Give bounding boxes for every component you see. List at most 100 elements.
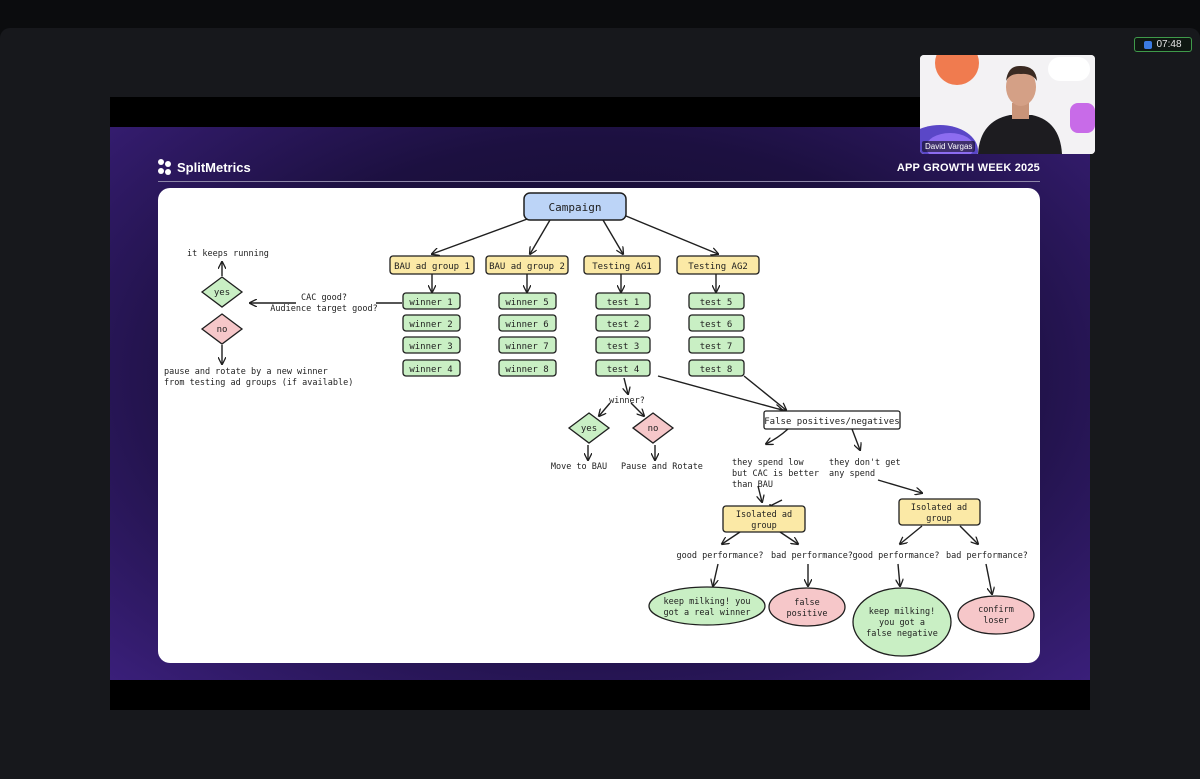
clock-icon: [1144, 40, 1153, 49]
item-node: [402, 359, 461, 377]
item-label: test 6: [700, 320, 733, 330]
group-node: [676, 255, 760, 275]
campaign-label: Campaign: [549, 201, 602, 214]
cac-question: CAC good?: [301, 293, 347, 303]
group-headers: BAU ad group 1 BAU ad group 2 Testing AG…: [389, 255, 760, 275]
no-spend-text: any spend: [829, 469, 875, 479]
connectors: [222, 215, 992, 594]
false-positives-label: False positives/negatives: [764, 417, 899, 427]
yes-diamond: [200, 276, 244, 308]
group-node: [485, 255, 569, 275]
item-label: test 1: [607, 298, 640, 308]
item-node: [688, 292, 745, 310]
real-winner-outcome: [648, 586, 766, 626]
bad-performance-question: bad performance?: [771, 551, 853, 561]
winner-yes-label: yes: [581, 424, 597, 434]
false-negative-text: you got a: [879, 618, 925, 628]
campaign-node: [523, 192, 627, 221]
participant-video[interactable]: David Vargas: [920, 55, 1095, 154]
presenter-video-frame: [920, 55, 1095, 154]
item-node: [498, 314, 557, 332]
brand-logo: SplitMetrics: [158, 159, 251, 175]
low-spend-text: they spend low: [732, 458, 805, 468]
item-label: test 3: [607, 342, 640, 352]
group-label: Testing AG1: [592, 262, 652, 272]
flowchart-board: Campaign BAU ad group 1 BAU ad group 2 T…: [158, 188, 1040, 663]
item-node: [688, 336, 745, 354]
no-spend-text: they don't get: [829, 458, 901, 468]
no-diamond: [200, 313, 244, 345]
low-spend-text: but CAC is better: [732, 469, 819, 479]
isolated-group-node: [898, 498, 981, 526]
false-positives-node: [763, 410, 901, 430]
pause-rotate-text: pause and rotate by a new winner: [164, 367, 328, 377]
clock-time: 07:48: [1156, 39, 1182, 50]
winner-branch: winner? yes no Move to BAU Pause and Rot…: [551, 396, 703, 472]
confirm-loser-outcome: [957, 595, 1035, 635]
isolated-group-node: [722, 505, 806, 533]
item-node: [498, 359, 557, 377]
group-node: [389, 255, 475, 275]
group-label: Testing AG2: [688, 262, 748, 272]
left-decision: it keeps running yes no CAC good? Audien…: [164, 249, 378, 388]
item-node: [688, 314, 745, 332]
pause-and-rotate-text: Pause and Rotate: [621, 462, 703, 472]
item-node: [595, 314, 651, 332]
item-label: winner 4: [409, 365, 452, 375]
item-label: test 4: [607, 365, 640, 375]
meeting-clock[interactable]: 07:48: [1134, 37, 1192, 52]
no-label: no: [217, 325, 228, 335]
isolated-group-label: Isolated ad: [736, 510, 792, 520]
item-node: [498, 292, 557, 310]
item-label: winner 6: [505, 320, 548, 330]
group-node: [583, 255, 661, 275]
keeps-running-label: it keeps running: [187, 249, 269, 259]
item-node: [595, 336, 651, 354]
good-performance-question: good performance?: [853, 551, 940, 561]
item-label: winner 3: [409, 342, 452, 352]
item-label: winner 2: [409, 320, 452, 330]
false-positive-text: false: [794, 598, 820, 608]
splitmetrics-logo-icon: [158, 159, 172, 175]
item-node: [402, 292, 461, 310]
item-label: test 2: [607, 320, 640, 330]
real-winner-text: keep milking! you: [664, 597, 751, 607]
group-label: BAU ad group 1: [394, 262, 470, 272]
yes-label: yes: [214, 288, 230, 298]
item-label: winner 8: [505, 365, 548, 375]
header-divider: [158, 181, 1040, 182]
item-node: [595, 292, 651, 310]
item-node: [595, 359, 651, 377]
item-node: [688, 359, 745, 377]
isolated-group-label: group: [926, 514, 952, 524]
winner-question: winner?: [609, 396, 645, 406]
item-nodes: winner 1 winner 2 winner 3 winner 4 winn…: [402, 292, 745, 377]
false-positives-branch: False positives/negatives they spend low…: [648, 410, 1035, 657]
false-negative-text: false negative: [866, 629, 938, 639]
move-to-bau-text: Move to BAU: [551, 462, 607, 472]
confirm-loser-text: confirm: [978, 605, 1014, 615]
pause-rotate-text: from testing ad groups (if available): [164, 378, 353, 388]
item-label: winner 5: [505, 298, 548, 308]
flowchart: Campaign BAU ad group 1 BAU ad group 2 T…: [164, 192, 1035, 657]
false-negative-outcome: [852, 587, 952, 657]
false-positive-outcome: [768, 587, 846, 627]
brand-name: SplitMetrics: [177, 159, 251, 175]
false-positive-text: positive: [787, 609, 828, 619]
winner-yes-diamond: [567, 412, 611, 444]
item-label: test 7: [700, 342, 733, 352]
item-node: [498, 336, 557, 354]
item-node: [402, 314, 461, 332]
item-node: [402, 336, 461, 354]
item-label: winner 1: [409, 298, 452, 308]
event-title: APP GROWTH WEEK 2025: [896, 162, 1040, 174]
item-label: test 8: [700, 365, 733, 375]
confirm-loser-text: loser: [983, 616, 1009, 626]
winner-no-label: no: [648, 424, 659, 434]
item-label: test 5: [700, 298, 733, 308]
low-spend-text: than BAU: [732, 480, 773, 490]
bad-performance-question: bad performance?: [946, 551, 1028, 561]
isolated-group-label: group: [751, 521, 777, 531]
audience-question: Audience target good?: [270, 304, 377, 314]
good-performance-question: good performance?: [677, 551, 764, 561]
